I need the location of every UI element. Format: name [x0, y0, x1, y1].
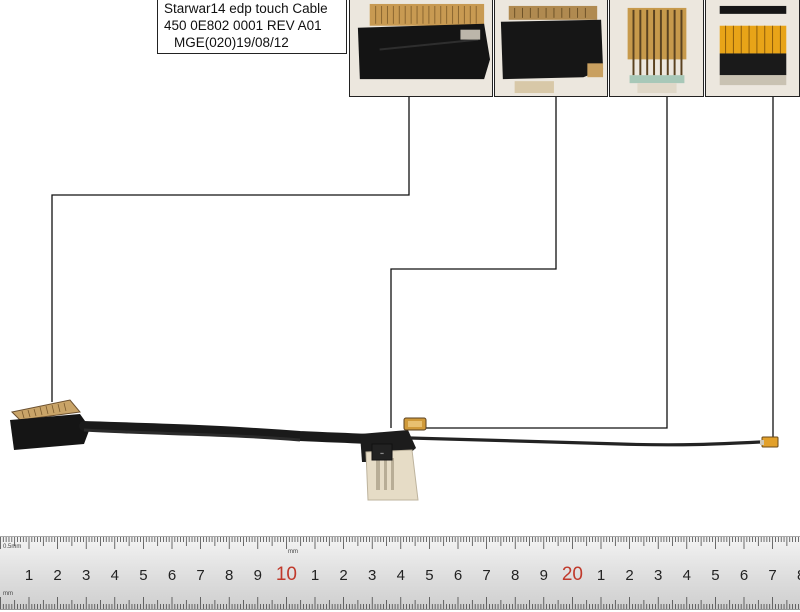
ruler-number: 1	[597, 567, 605, 584]
ruler-number: 6	[454, 567, 462, 584]
ruler-number: 5	[139, 567, 147, 584]
ruler-numbers: 1 2 3 4 5 6 7 8 9 10 1 2 3 4 5 6 7 8 9 20 1 2 3 4 5 6 7 8	[25, 564, 800, 585]
ruler-number: 8	[511, 567, 519, 584]
ruler-number: 7	[768, 567, 776, 584]
ruler-number: 10	[276, 564, 297, 585]
ruler-number: 8	[797, 567, 800, 584]
cable-assembly: ▪▪	[10, 399, 779, 501]
callout-line-3	[410, 96, 668, 429]
right-connector	[760, 436, 779, 448]
ruler-unit-bottom: mm	[3, 591, 13, 597]
thin-cable	[409, 436, 761, 447]
main-cable	[79, 421, 385, 445]
measurement-ruler: 0.5mm mm mm 1 2 3 4 5 6 7 8 9 10 1 2 3 4 5 6 7 8 9 20 1 2 3 4 5 6…	[0, 536, 800, 610]
ruler-number: 7	[196, 567, 204, 584]
ruler-number: 3	[368, 567, 376, 584]
ruler-number: 3	[654, 567, 662, 584]
ruler-number: 1	[25, 567, 33, 584]
ruler-number: 3	[82, 567, 90, 584]
ruler-number: 7	[482, 567, 490, 584]
svg-text:▪▪: ▪▪	[380, 451, 384, 457]
ruler-number: 6	[740, 567, 748, 584]
ruler-unit-top: 0.5mm	[3, 544, 21, 550]
ruler-number: 5	[711, 567, 719, 584]
detail-photo-2	[494, 0, 608, 97]
label-model: Starwar14 edp touch Cable	[164, 1, 328, 16]
callout-lines	[51, 96, 774, 440]
ruler-number: 5	[425, 567, 433, 584]
ruler-number: 2	[625, 567, 633, 584]
center-junction: ▪▪	[360, 417, 427, 501]
ruler-ticks	[0, 537, 799, 609]
ruler-number: 2	[339, 567, 347, 584]
ruler-number: 8	[225, 567, 233, 584]
label-part-number: 450 0E802 0001 REV A01	[164, 18, 322, 33]
ruler-number: 20	[562, 564, 583, 585]
ruler-number: 4	[111, 567, 119, 584]
ruler-number: 4	[683, 567, 691, 584]
ruler-unit-mid: mm	[288, 549, 298, 555]
ruler-number: 9	[540, 567, 548, 584]
callout-line-2	[390, 96, 557, 428]
detail-photo-1	[349, 0, 493, 97]
ruler-number: 1	[311, 567, 319, 584]
ruler-number: 6	[168, 567, 176, 584]
label-date-code: MGE(020)19/08/12	[174, 35, 289, 50]
product-label: Starwar14 edp touch Cable 450 0E802 0001…	[157, 0, 347, 54]
detail-photo-4	[705, 0, 800, 97]
ruler-number: 9	[254, 567, 262, 584]
ruler-number: 4	[397, 567, 405, 584]
detail-photo-3	[609, 0, 704, 97]
callout-line-1	[51, 96, 410, 402]
ruler-number: 2	[53, 567, 61, 584]
left-connector	[10, 399, 90, 450]
